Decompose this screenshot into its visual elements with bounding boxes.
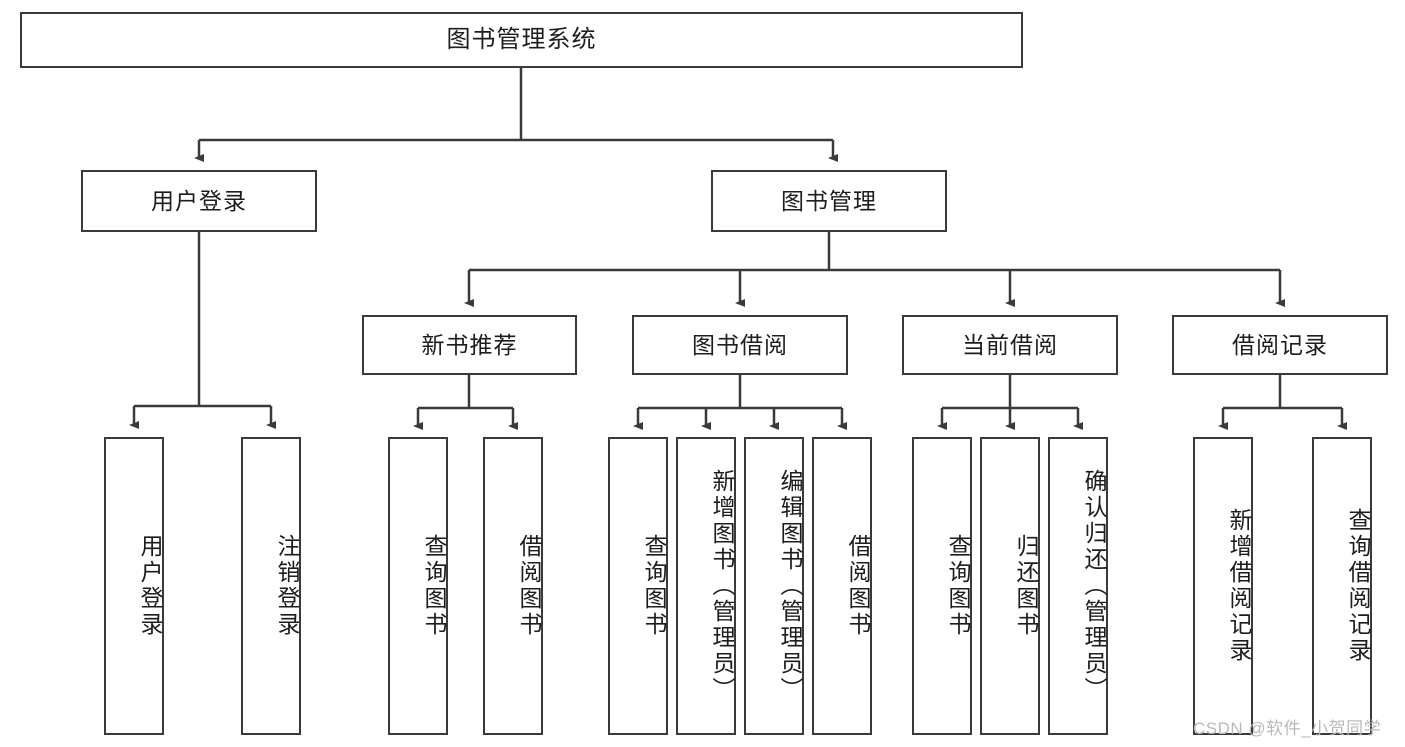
csdn-watermark: CSDN @软件_小贺同学 [1193, 719, 1382, 738]
node-book-manage[interactable]: 图书管理 [711, 170, 947, 232]
leaf-query-borrow-record[interactable]: 查询借阅记录 [1312, 437, 1372, 735]
leaf-user-login[interactable]: 用户登录 [104, 437, 164, 735]
leaf-add-borrow-record[interactable]: 新增借阅记录 [1193, 437, 1253, 735]
node-borrow-record[interactable]: 借阅记录 [1172, 315, 1388, 375]
leaf-borrow-book-recommend[interactable]: 借阅图书 [483, 437, 543, 735]
leaf-add-book[interactable]: 新增图书（管理员） [676, 437, 736, 735]
leaf-query-book-current[interactable]: 查询图书 [912, 437, 972, 735]
leaf-return-book[interactable]: 归还图书 [980, 437, 1040, 735]
leaf-borrow-book[interactable]: 借阅图书 [812, 437, 872, 735]
node-new-book-recommend[interactable]: 新书推荐 [362, 315, 577, 375]
leaf-confirm-return[interactable]: 确认归还（管理员） [1048, 437, 1108, 735]
leaf-query-book-recommend[interactable]: 查询图书 [388, 437, 448, 735]
leaf-edit-book[interactable]: 编辑图书（管理员） [744, 437, 804, 735]
leaf-logout[interactable]: 注销登录 [241, 437, 301, 735]
leaf-query-book-borrow[interactable]: 查询图书 [608, 437, 668, 735]
node-user-login[interactable]: 用户登录 [81, 170, 317, 232]
node-book-borrow[interactable]: 图书借阅 [632, 315, 848, 375]
node-current-borrow[interactable]: 当前借阅 [902, 315, 1118, 375]
node-root[interactable]: 图书管理系统 [20, 12, 1023, 68]
